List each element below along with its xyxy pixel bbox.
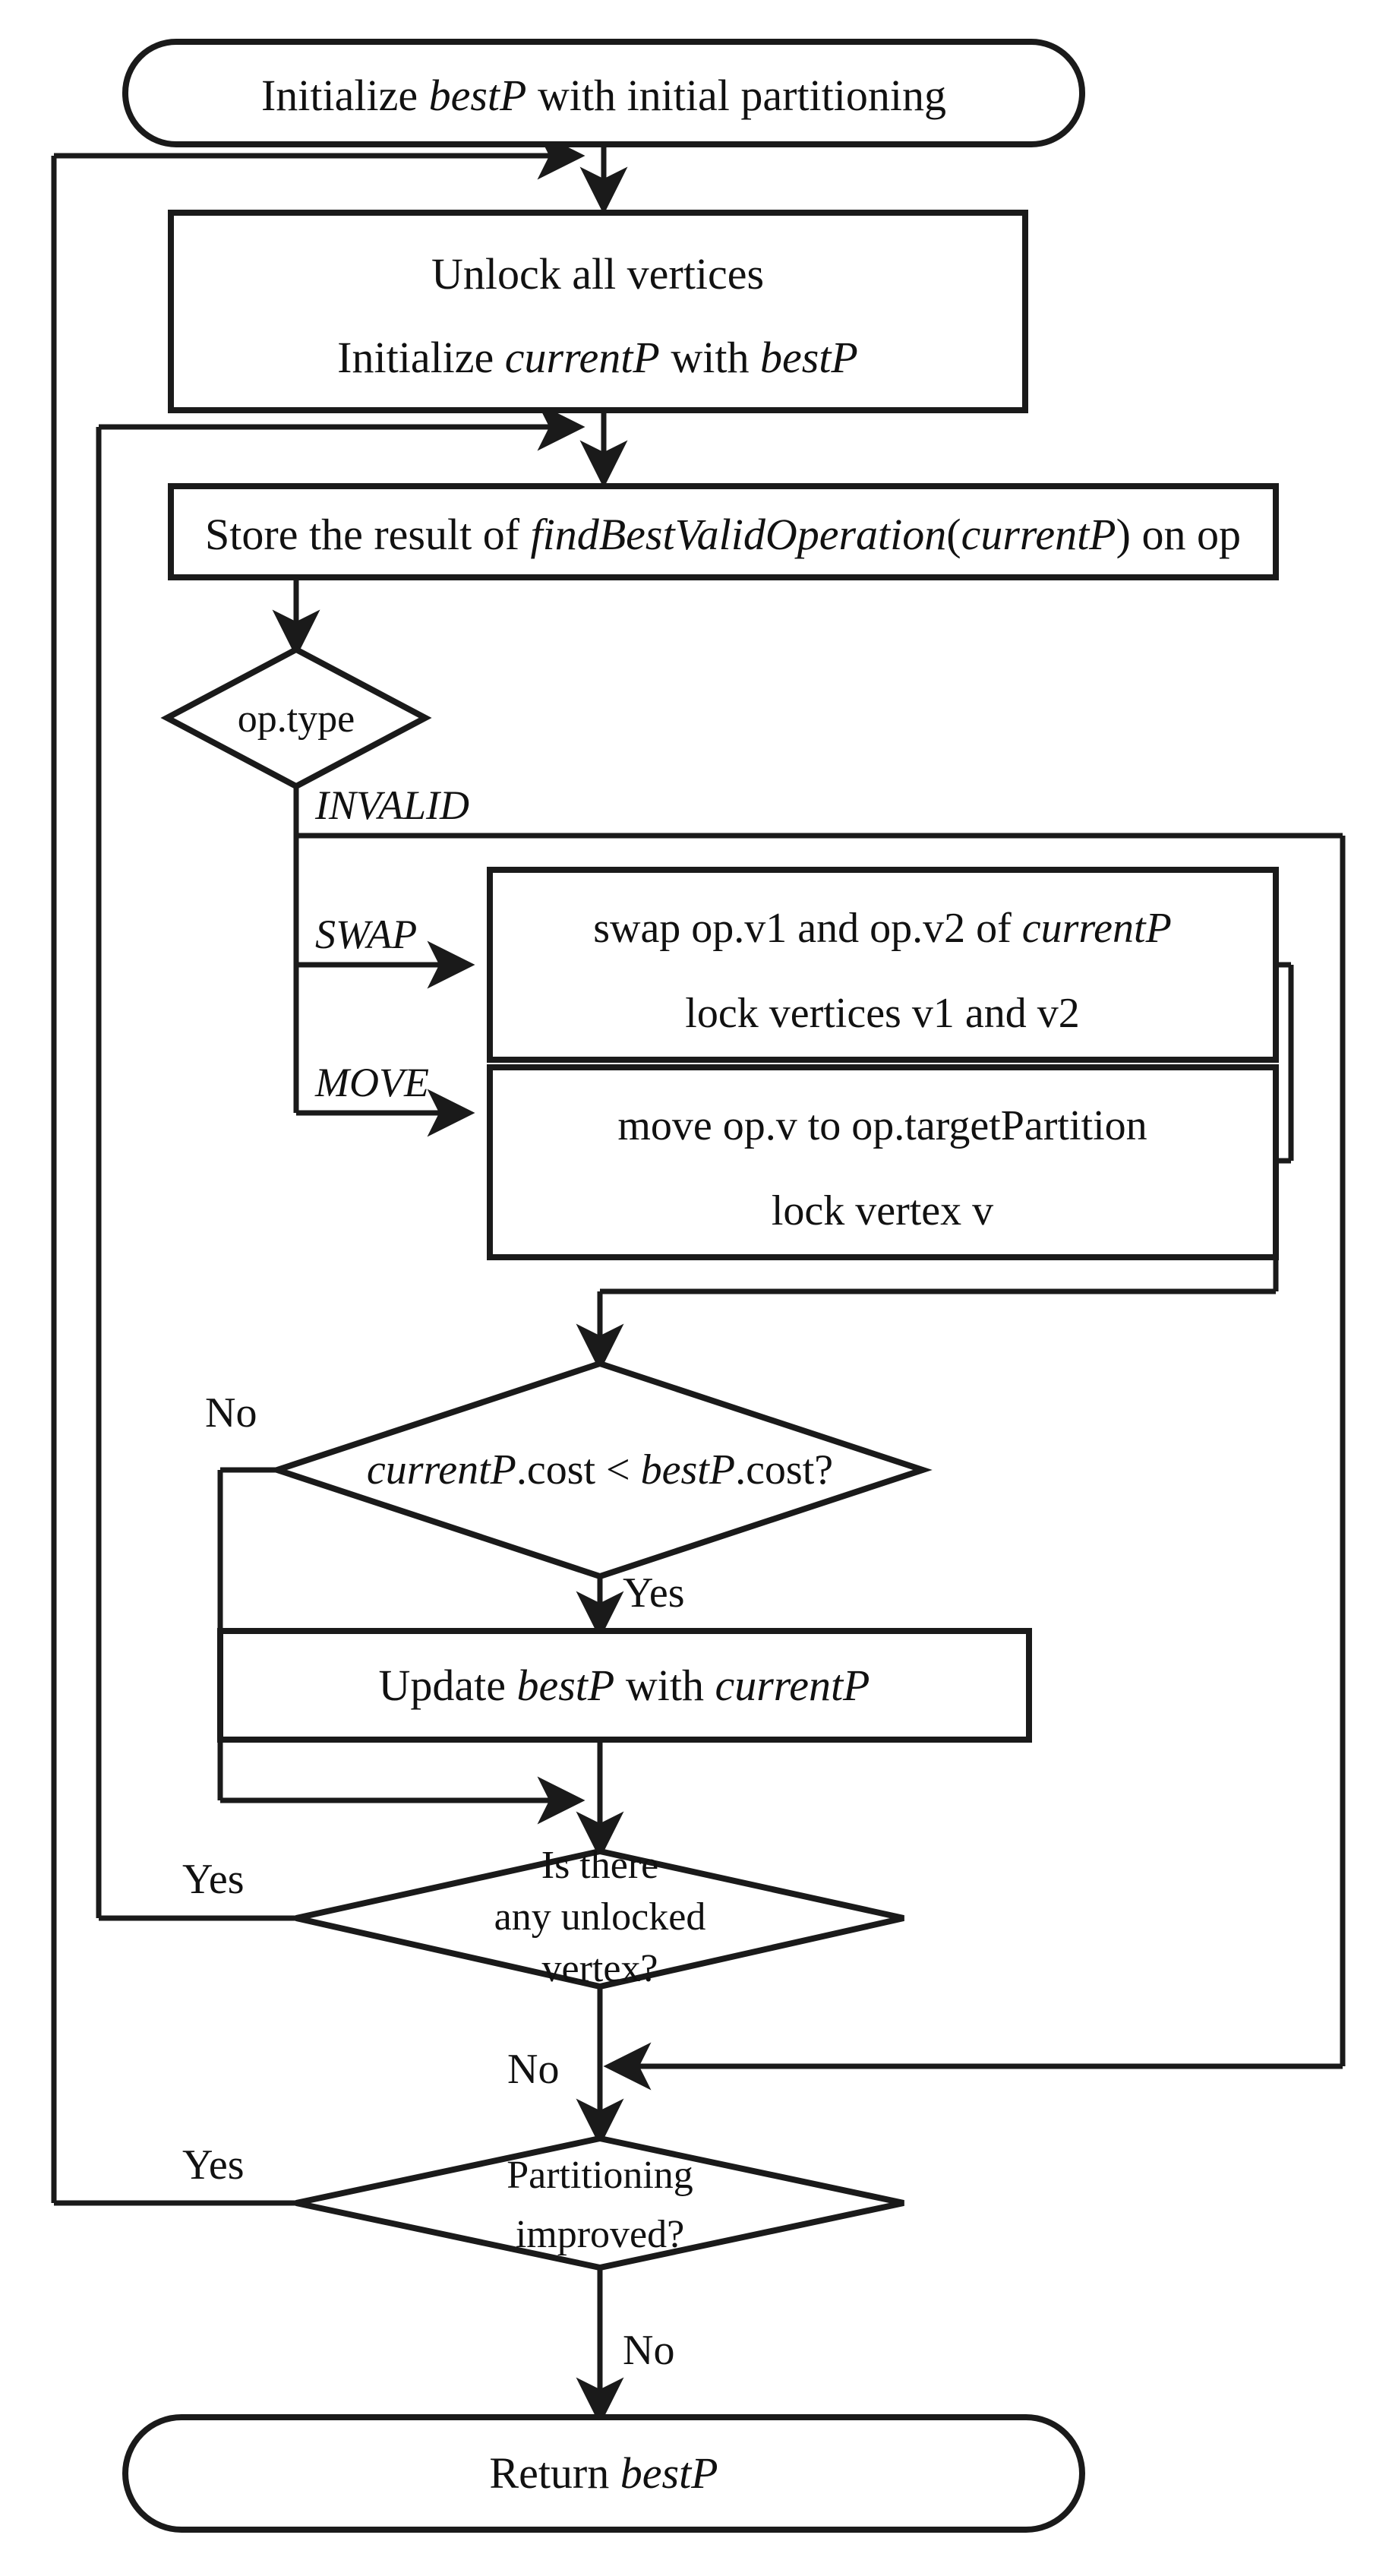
cost-diamond-shape	[267, 1360, 933, 1580]
edge-label-improved-no: No	[623, 2327, 674, 2374]
node-store-result: Store the result of findBestValidOperati…	[168, 483, 1279, 580]
node-move-operation: move op.v to op.targetPartition lock ver…	[487, 1064, 1279, 1260]
start-label: Initialize bestP with initial partitioni…	[261, 71, 946, 120]
edge-label-cost-yes: Yes	[623, 1569, 684, 1617]
unlocked-line3: vertex?	[541, 1947, 658, 1990]
optype-label: op.type	[238, 697, 355, 741]
end-label: Return bestP	[489, 2448, 718, 2498]
swap-line2: lock vertices v1 and v2	[685, 990, 1079, 1037]
node-cost-decision: currentP.cost < bestP.cost?	[267, 1360, 933, 1580]
move-box-shape	[487, 1064, 1279, 1260]
edge-label-move: MOVE	[314, 1060, 429, 1105]
unlock-line1: Unlock all vertices	[431, 249, 764, 299]
unlock-line2: Initialize currentP with bestP	[337, 333, 858, 382]
update-box-shape	[217, 1628, 1032, 1743]
node-unlock-vertices: Unlock all vertices Initialize currentP …	[168, 210, 1028, 413]
connector-layer	[51, 131, 1346, 2426]
unlock-box-shape	[168, 210, 1028, 413]
node-update-bestp: Update bestP with currentP	[217, 1628, 1032, 1743]
node-swap-operation: swap op.v1 and op.v2 of currentP lock ve…	[487, 867, 1279, 1063]
improved-diamond-shape	[295, 2135, 904, 2271]
node-improved-decision: Partitioning improved?	[295, 2135, 904, 2271]
unlocked-diamond-shape	[295, 1847, 904, 1990]
edge-label-unlocked-yes: Yes	[182, 1856, 244, 1903]
end-terminal-shape	[122, 2414, 1085, 2533]
move-line2: lock vertex v	[772, 1187, 993, 1234]
node-end: Return bestP	[122, 2414, 1085, 2533]
edge-label-improved-yes: Yes	[182, 2141, 244, 2189]
swap-box-shape	[487, 867, 1279, 1063]
update-label: Update bestP with currentP	[378, 1661, 870, 1710]
unlocked-line2: any unlocked	[494, 1895, 706, 1939]
cost-label: currentP.cost < bestP.cost?	[367, 1446, 833, 1493]
node-start: Initialize bestP with initial partitioni…	[122, 39, 1085, 147]
node-optype-decision: op.type	[160, 646, 432, 790]
optype-diamond-shape	[160, 646, 432, 790]
start-terminal-shape	[122, 39, 1085, 147]
store-box-shape	[168, 483, 1279, 580]
node-unlocked-vertex-decision: Is there any unlocked vertex?	[295, 1844, 904, 1990]
swap-line1: swap op.v1 and op.v2 of currentP	[593, 905, 1172, 952]
improved-line1: Partitioning	[507, 2154, 693, 2197]
edge-label-swap: SWAP	[315, 912, 417, 957]
edge-label-invalid: INVALID	[314, 782, 469, 828]
store-label: Store the result of findBestValidOperati…	[205, 510, 1241, 559]
move-line1: move op.v to op.targetPartition	[617, 1102, 1147, 1149]
edge-label-cost-no: No	[205, 1389, 257, 1437]
improved-line2: improved?	[516, 2213, 684, 2256]
edge-label-unlocked-no: No	[507, 2046, 559, 2093]
unlocked-line1: Is there	[541, 1844, 658, 1887]
